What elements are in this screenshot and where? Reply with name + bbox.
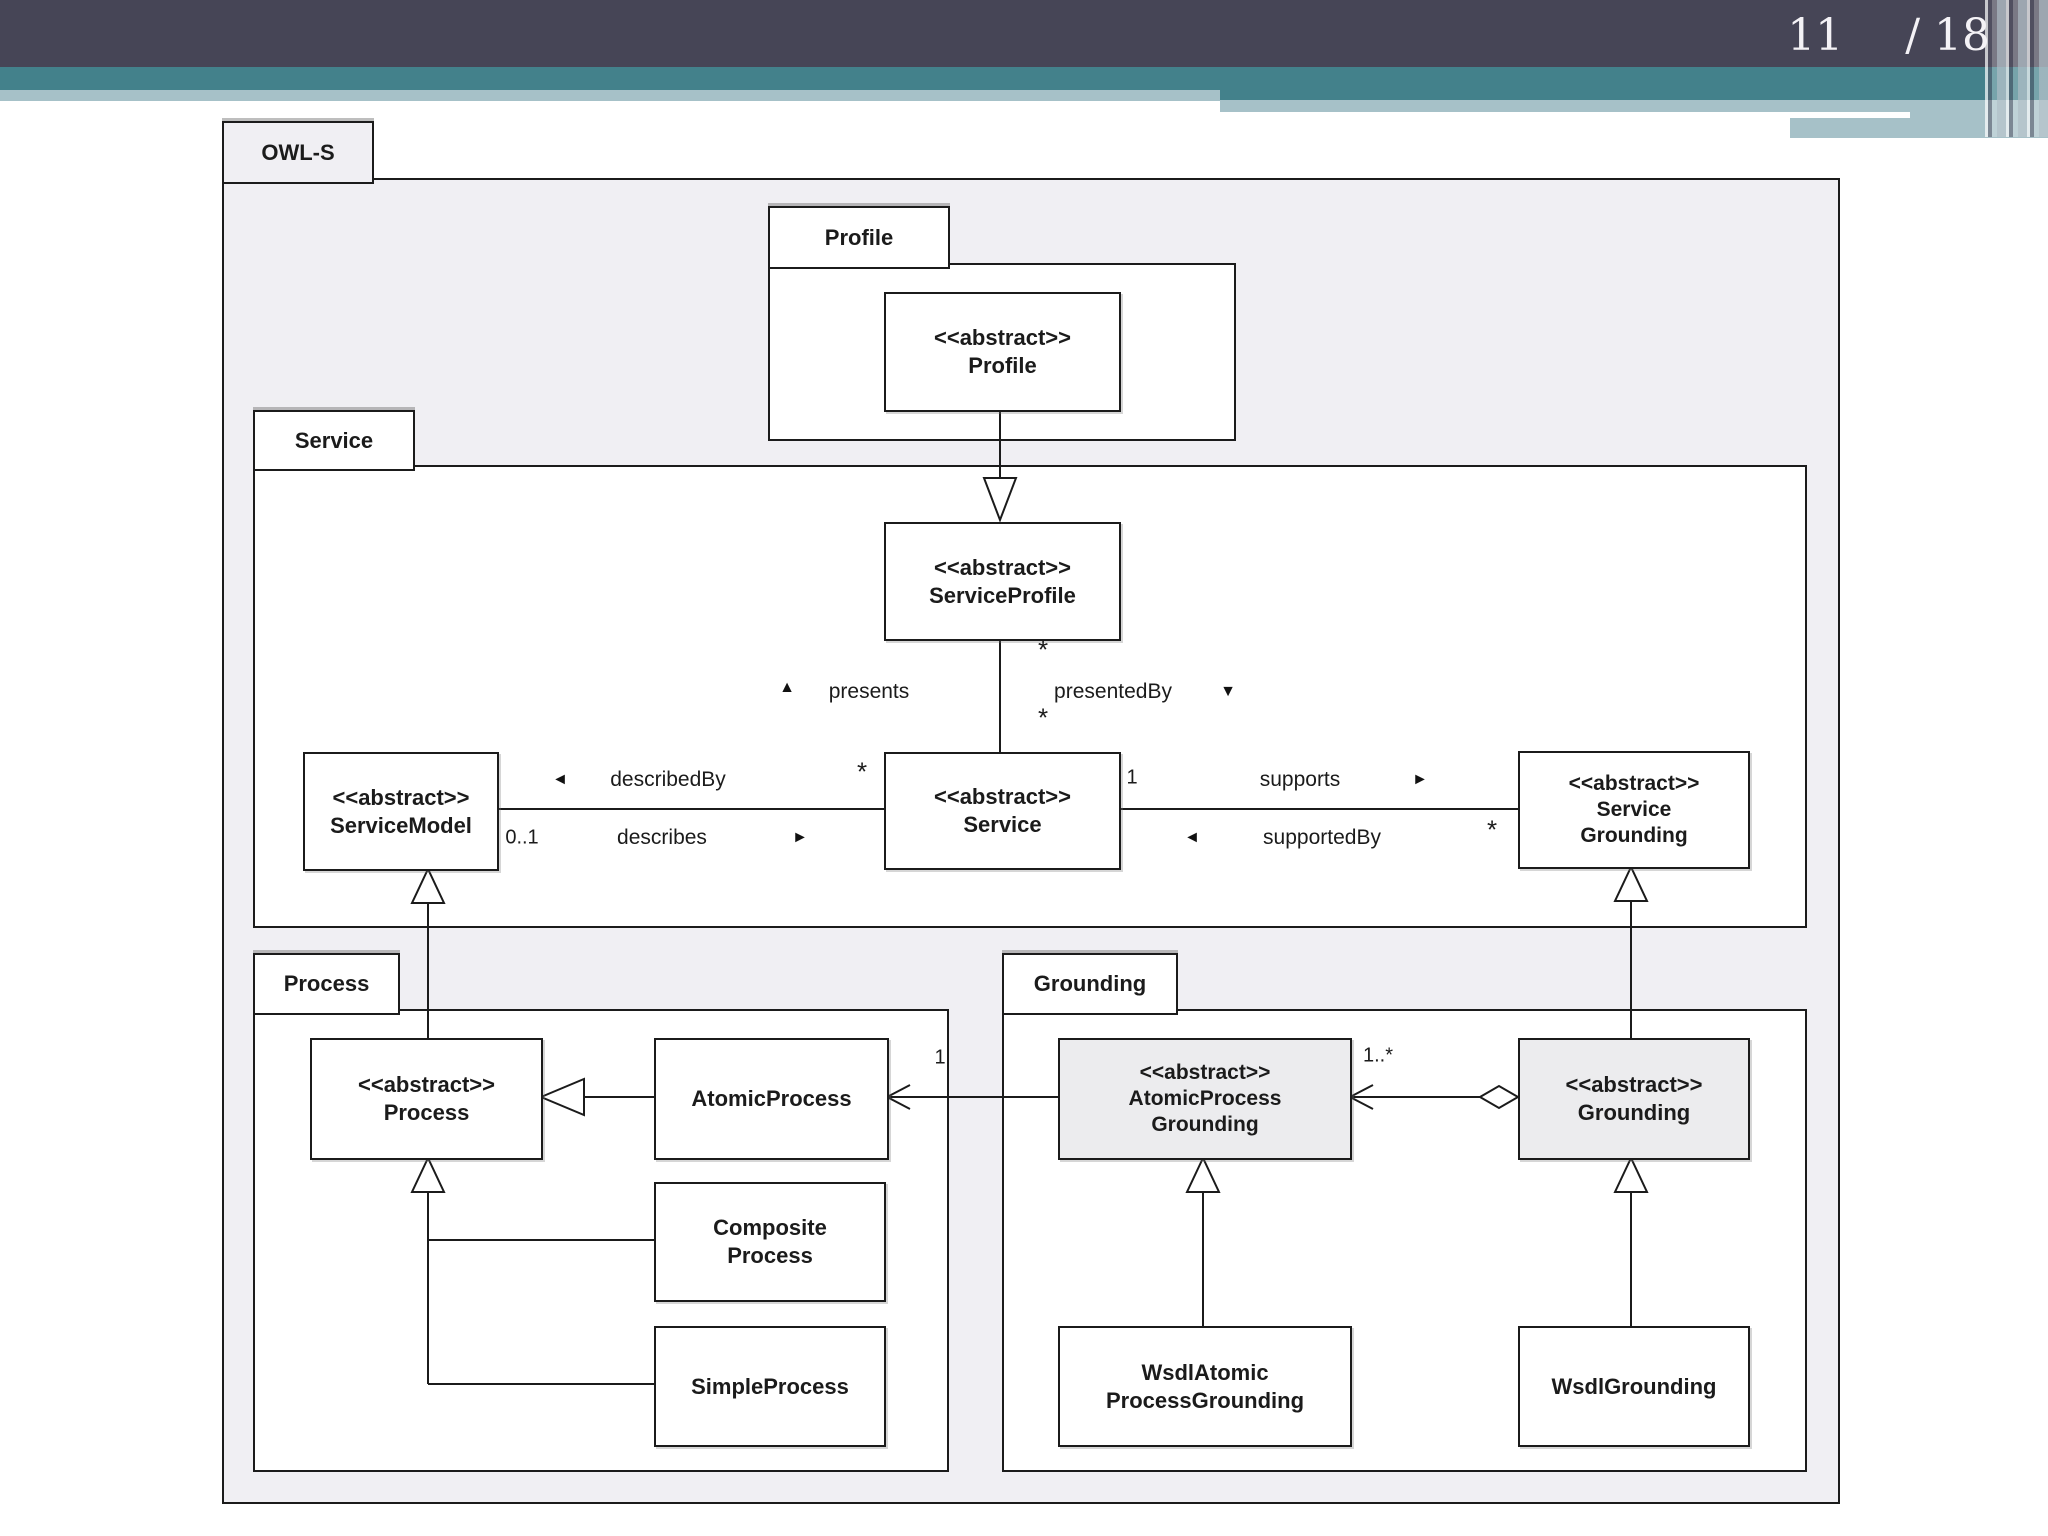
class-atomic-process: AtomicProcess — [654, 1038, 889, 1160]
package-process-label: Process — [283, 971, 370, 996]
class-stereotype: <<abstract>> — [934, 784, 1071, 809]
class-process: <<abstract>> Process — [310, 1038, 543, 1160]
aggregation-multiplicity: 1..* — [1362, 1044, 1394, 1067]
package-owls-label: OWL-S — [261, 139, 335, 165]
header-white-rule — [1220, 112, 1910, 118]
header-gray-strip — [1910, 112, 2048, 118]
package-service-label: Service — [294, 427, 374, 453]
class-name: WsdlGrounding — [1551, 1373, 1717, 1399]
class-name: Process — [383, 1100, 470, 1125]
class-name: Grounding — [1577, 1100, 1691, 1125]
package-profile-label: Profile — [824, 224, 894, 250]
describedby-label: describedBy — [610, 768, 726, 791]
class-service-model: <<abstract>> ServiceModel — [303, 752, 499, 871]
supportedby-direction-left-icon: ◄ — [1184, 829, 1200, 846]
presents-direction-up-icon: ▲ — [779, 679, 795, 696]
class-name: Grounding — [1151, 1113, 1259, 1136]
class-name: WsdlAtomic — [1141, 1359, 1269, 1385]
class-name: ServiceProfile — [929, 582, 1076, 608]
class-stereotype: <<abstract>> — [1568, 772, 1700, 795]
class-simple-process: SimpleProcess — [654, 1326, 886, 1447]
supportedby-multiplicity: * — [1486, 814, 1498, 845]
describes-direction-right-icon: ► — [792, 829, 808, 846]
header-dark-bar — [0, 0, 2048, 67]
class-name: AtomicProcess — [691, 1086, 852, 1111]
class-stereotype: <<abstract>> — [358, 1072, 495, 1097]
package-owls-tab: OWL-S — [222, 121, 374, 184]
package-process-tab: Process — [253, 953, 400, 1015]
presentedby-direction-down-icon: ▼ — [1220, 683, 1236, 700]
class-stereotype: <<abstract>> — [332, 784, 470, 810]
package-service-tab: Service — [253, 410, 415, 471]
page-number-total: / 18 — [1905, 10, 1990, 61]
class-service-grounding: <<abstract>> Service Grounding — [1518, 751, 1750, 869]
header-light-band — [0, 90, 2048, 101]
package-grounding-tab: Grounding — [1002, 953, 1178, 1015]
header-vertical-stripes-decoration — [1985, 0, 2048, 137]
presents-multiplicity-top: * — [1037, 634, 1049, 665]
presentedby-multiplicity-bottom: * — [1037, 702, 1049, 733]
class-wsdl-atomic-process-grounding: WsdlAtomic ProcessGrounding — [1058, 1326, 1352, 1447]
class-name: ServiceModel — [330, 812, 472, 838]
class-name: AtomicProcess — [1128, 1087, 1282, 1110]
class-stereotype: <<abstract>> — [934, 325, 1071, 350]
class-atomic-process-grounding: <<abstract>> AtomicProcess Grounding — [1058, 1038, 1352, 1160]
page-number: 11 / 18 — [1560, 10, 1990, 62]
class-name: Grounding — [1580, 824, 1688, 847]
describes-multiplicity: 0..1 — [505, 826, 539, 849]
page-number-current: 11 — [1787, 10, 1844, 61]
class-name: Profile — [968, 353, 1037, 378]
class-service: <<abstract>> Service — [884, 752, 1121, 870]
header-gray-extension — [1220, 100, 2048, 112]
class-grounding: <<abstract>> Grounding — [1518, 1038, 1750, 1160]
package-grounding-label: Grounding — [1033, 971, 1147, 996]
atomicprocess-multiplicity: 1 — [934, 1046, 946, 1069]
class-name: Composite — [713, 1215, 827, 1240]
header-teal-extension — [1220, 90, 2048, 100]
describedby-direction-left-icon: ◄ — [552, 771, 568, 788]
class-service-profile: <<abstract>> ServiceProfile — [884, 522, 1121, 641]
class-name: Service — [1596, 798, 1672, 821]
presents-label: presents — [828, 680, 910, 703]
describes-label: describes — [617, 826, 707, 849]
supports-direction-right-icon: ► — [1412, 771, 1428, 788]
package-profile-tab: Profile — [768, 206, 950, 269]
class-name: ProcessGrounding — [1105, 1387, 1305, 1413]
header-gray-corner-block — [1790, 118, 2048, 138]
supportedby-label: supportedBy — [1263, 826, 1381, 849]
presentedby-label: presentedBy — [1054, 680, 1172, 703]
class-composite-process: Composite Process — [654, 1182, 886, 1302]
describedby-multiplicity: * — [856, 756, 868, 787]
header-teal-bar — [0, 67, 2048, 90]
class-stereotype: <<abstract>> — [1565, 1072, 1703, 1097]
class-stereotype: <<abstract>> — [934, 554, 1071, 580]
class-profile: <<abstract>> Profile — [884, 292, 1121, 412]
supports-multiplicity: 1 — [1126, 766, 1138, 789]
class-name: Service — [963, 812, 1042, 837]
class-name: SimpleProcess — [691, 1373, 849, 1399]
supports-label: supports — [1259, 768, 1341, 791]
class-stereotype: <<abstract>> — [1139, 1061, 1271, 1084]
class-name: Process — [727, 1243, 813, 1268]
class-wsdl-grounding: WsdlGrounding — [1518, 1326, 1750, 1447]
